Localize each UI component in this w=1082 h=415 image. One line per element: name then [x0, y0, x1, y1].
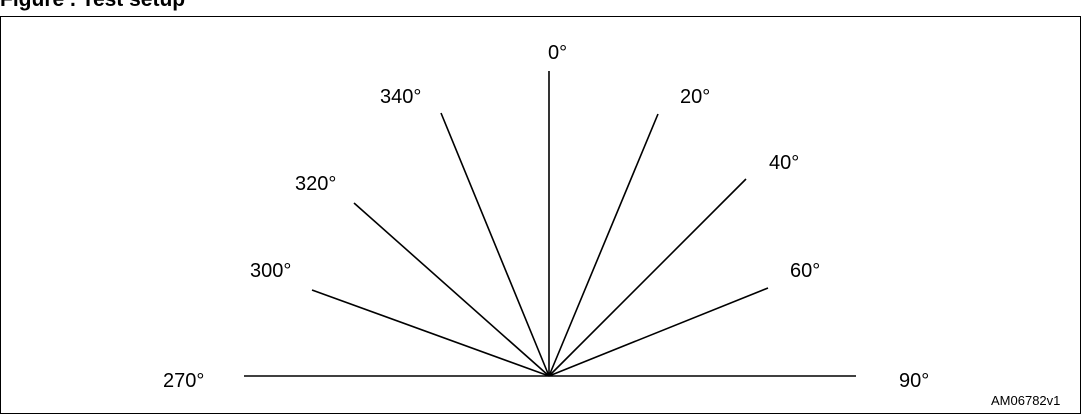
- ray-340: [440, 112, 550, 377]
- angle-label-340: 340°: [380, 86, 421, 108]
- angle-label-0: 0°: [548, 42, 567, 64]
- ray-320: [353, 202, 550, 377]
- angle-labels: 270° 300° 320° 340° 0° 20° 40° 60° 90°: [163, 42, 929, 392]
- angle-rays: [244, 71, 856, 377]
- angle-label-320: 320°: [295, 173, 336, 195]
- figure-caption: Figure . Test setup: [0, 0, 1082, 12]
- ray-20: [548, 113, 659, 377]
- figure-frame: [0, 16, 1081, 414]
- angle-label-60: 60°: [790, 260, 820, 282]
- angle-label-20: 20°: [680, 86, 710, 108]
- ray-300: [311, 289, 550, 377]
- angle-label-300: 300°: [250, 260, 291, 282]
- angle-label-40: 40°: [769, 152, 799, 174]
- ray-60: [548, 287, 769, 377]
- figure-id-label: AM06782v1: [991, 393, 1060, 408]
- angle-label-90: 90°: [899, 370, 929, 392]
- angle-label-270: 270°: [163, 370, 204, 392]
- ray-40: [548, 178, 747, 377]
- figure-caption-text: Figure . Test setup: [0, 0, 185, 12]
